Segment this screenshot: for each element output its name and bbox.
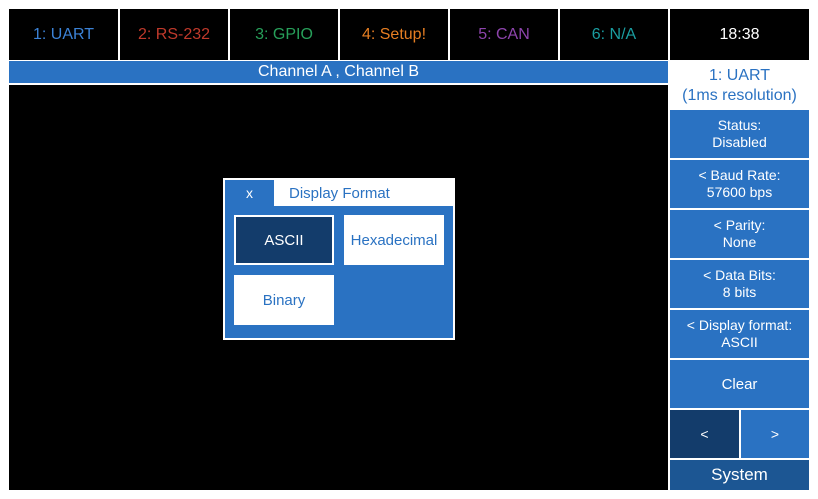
- status-button[interactable]: Status: Disabled: [670, 110, 809, 158]
- display-format-label: < Display format:: [686, 317, 793, 333]
- tab-uart[interactable]: 1: UART: [9, 9, 118, 60]
- parity-value: None: [722, 234, 757, 250]
- parity-button[interactable]: < Parity: None: [670, 210, 809, 258]
- dialog-close-button[interactable]: x: [225, 180, 274, 206]
- parity-label: < Parity:: [713, 217, 766, 233]
- baud-rate-label: < Baud Rate:: [698, 167, 781, 183]
- dialog-title: Display Format: [274, 180, 453, 206]
- option-hexadecimal-button[interactable]: Hexadecimal: [344, 215, 444, 265]
- previous-page-button[interactable]: <: [670, 410, 739, 458]
- data-bits-value: 8 bits: [722, 284, 757, 300]
- system-button[interactable]: System: [670, 460, 809, 490]
- display-format-button[interactable]: < Display format: ASCII: [670, 310, 809, 358]
- tab-gpio[interactable]: 3: GPIO: [230, 9, 338, 60]
- panel-title-resolution: (1ms resolution): [682, 87, 797, 104]
- tab-setup[interactable]: 4: Setup!: [340, 9, 448, 60]
- option-ascii-button[interactable]: ASCII: [234, 215, 334, 265]
- display-format-dialog: x Display Format ASCII Hexadecimal Binar…: [223, 178, 455, 340]
- data-bits-button[interactable]: < Data Bits: 8 bits: [670, 260, 809, 308]
- tab-na[interactable]: 6: N/A: [560, 9, 668, 60]
- tab-can[interactable]: 5: CAN: [450, 9, 558, 60]
- next-page-button[interactable]: >: [741, 410, 809, 458]
- status-label: Status:: [717, 117, 762, 133]
- panel-title: 1: UART (1ms resolution): [670, 61, 809, 108]
- option-binary-button[interactable]: Binary: [234, 275, 334, 325]
- baud-rate-button[interactable]: < Baud Rate: 57600 bps: [670, 160, 809, 208]
- display-format-value: ASCII: [721, 334, 758, 350]
- status-value: Disabled: [712, 134, 767, 150]
- clock: 18:38: [670, 9, 809, 60]
- data-bits-label: < Data Bits:: [703, 267, 776, 283]
- panel-title-name: 1: UART: [708, 67, 771, 84]
- baud-rate-value: 57600 bps: [706, 184, 773, 200]
- channel-header: Channel A , Channel B: [9, 61, 668, 83]
- clear-button[interactable]: Clear: [670, 360, 809, 408]
- tab-rs232[interactable]: 2: RS-232: [120, 9, 228, 60]
